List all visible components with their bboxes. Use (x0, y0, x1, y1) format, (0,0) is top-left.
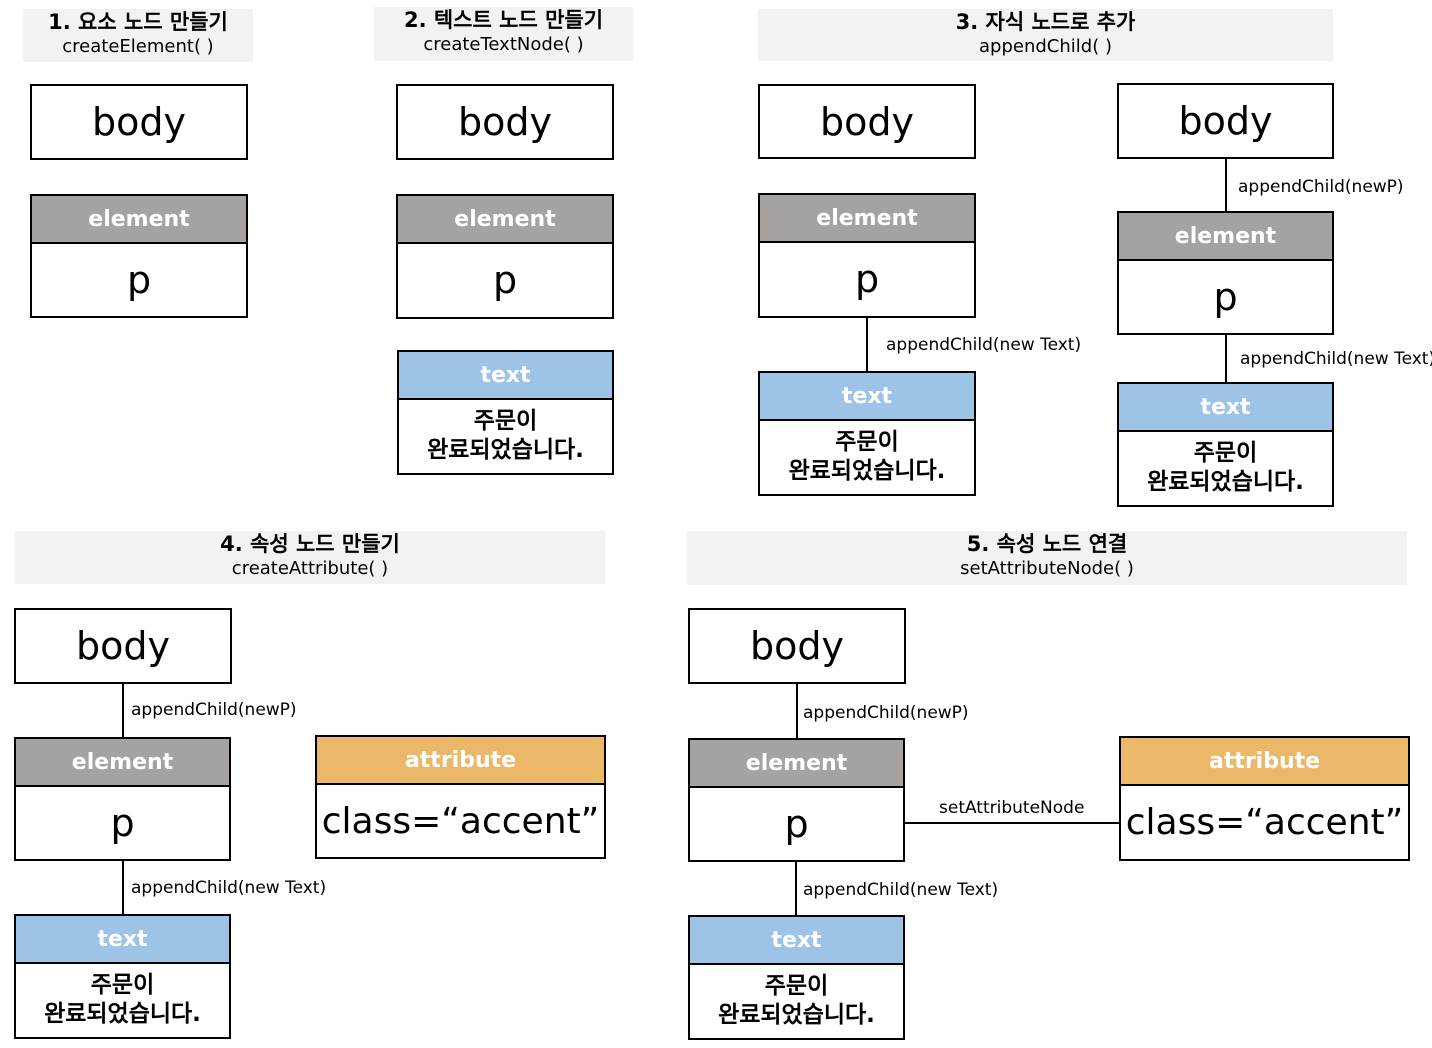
step4-header: 4. 속성 노드 만들기 createAttribute( ) (15, 531, 605, 584)
element-header: element (32, 196, 246, 244)
step4-body-node: body (14, 608, 232, 684)
text-line2: 완료되었습니다. (1147, 469, 1304, 495)
step1-method: createElement( ) (62, 36, 214, 57)
step3b-append-text-label: appendChild(new Text) (1240, 349, 1432, 369)
text-line1: 주문이 (473, 408, 538, 434)
step5-p-connector (796, 684, 798, 738)
step1-header: 1. 요소 노드 만들기 createElement( ) (23, 9, 253, 62)
step3a-text-connector (866, 318, 868, 372)
step4-method: createAttribute( ) (231, 558, 389, 579)
step1-title: 1. 요소 노드 만들기 (48, 10, 228, 34)
step5-append-p-label: appendChild(newP) (803, 703, 969, 723)
step3-title: 3. 자식 노드로 추가 (955, 10, 1136, 34)
element-header: element (760, 195, 974, 243)
text-line1: 주문이 (1193, 440, 1258, 466)
element-header: element (1119, 213, 1332, 261)
step4-text-connector (122, 861, 124, 915)
text-header: text (690, 917, 903, 965)
step4-title: 4. 속성 노드 만들기 (220, 532, 400, 556)
step3b-append-p-label: appendChild(newP) (1238, 177, 1404, 197)
step4-append-p-label: appendChild(newP) (131, 700, 297, 720)
step5-set-attribute-label: setAttributeNode (939, 798, 1085, 818)
step3b-element-node: element p (1117, 211, 1334, 335)
step2-header: 2. 텍스트 노드 만들기 createTextNode( ) (374, 7, 633, 61)
attribute-value: class=“accent” (1125, 801, 1404, 843)
attribute-header: attribute (1121, 738, 1408, 786)
element-value: p (110, 801, 135, 845)
step2-body-node: body (396, 84, 614, 160)
step5-method: setAttributeNode( ) (960, 558, 1134, 579)
text-line2: 완료되었습니다. (44, 1001, 201, 1027)
step4-p-connector (122, 684, 124, 738)
step3a-element-node: element p (758, 193, 976, 318)
text-line1: 주문이 (835, 429, 899, 455)
element-header: element (690, 740, 903, 788)
step3-method: appendChild( ) (979, 36, 1112, 57)
step5-element-node: element p (688, 738, 905, 862)
text-line2: 완료되었습니다. (788, 458, 946, 484)
step2-method: createTextNode( ) (423, 34, 584, 55)
element-value: p (126, 258, 152, 302)
text-line2: 완료되었습니다. (718, 1002, 875, 1028)
text-header: text (16, 916, 229, 964)
element-value: p (1213, 275, 1238, 319)
step3a-append-text-label: appendChild(new Text) (886, 335, 1082, 355)
attribute-header: attribute (317, 737, 604, 785)
element-value: p (492, 258, 518, 302)
text-line1: 주문이 (90, 972, 155, 998)
step1-body-node: body (30, 84, 248, 160)
element-value: p (854, 257, 880, 301)
step4-element-node: element p (14, 737, 231, 861)
step5-text-connector (795, 862, 797, 916)
step5-attribute-connector (905, 822, 1120, 824)
element-value: p (784, 802, 809, 846)
text-header: text (1119, 384, 1332, 432)
step5-attribute-node: attribute class=“accent” (1119, 736, 1410, 861)
step1-element-node: element p (30, 194, 248, 318)
step3-header: 3. 자식 노드로 추가 appendChild( ) (758, 9, 1333, 61)
step5-append-text-label: appendChild(new Text) (803, 880, 999, 900)
element-header: element (398, 196, 612, 244)
step3b-body-node: body (1117, 83, 1334, 159)
step2-title: 2. 텍스트 노드 만들기 (403, 8, 604, 32)
text-line2: 완료되었습니다. (427, 437, 584, 463)
text-header: text (760, 373, 974, 421)
step3b-p-connector (1225, 159, 1227, 211)
attribute-value: class=“accent” (321, 800, 600, 842)
text-header: text (399, 352, 612, 400)
step5-title: 5. 속성 노드 연결 (966, 532, 1128, 556)
step5-body-node: body (688, 608, 906, 684)
step4-append-text-label: appendChild(new Text) (131, 878, 327, 898)
step3a-body-node: body (758, 84, 976, 159)
step3b-text-connector (1225, 335, 1227, 383)
text-line1: 주문이 (764, 973, 829, 999)
element-header: element (16, 739, 229, 787)
step4-attribute-node: attribute class=“accent” (315, 735, 606, 859)
step2-element-node: element p (396, 194, 614, 319)
step5-header: 5. 속성 노드 연결 setAttributeNode( ) (687, 531, 1407, 585)
